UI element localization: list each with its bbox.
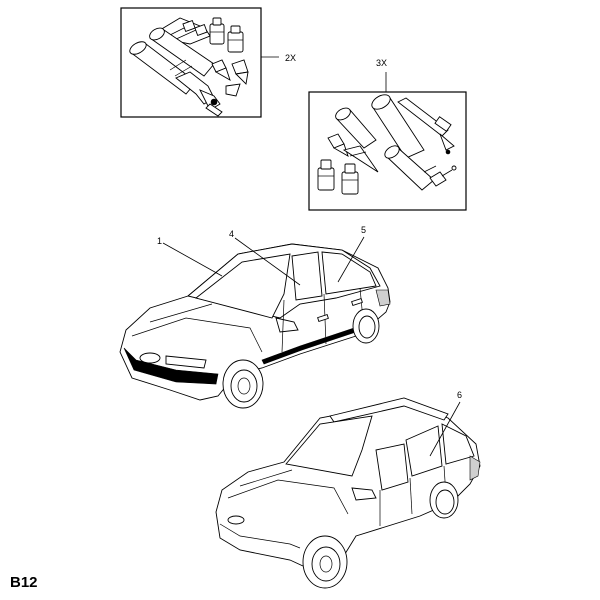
- rear-wheel: [352, 308, 380, 344]
- front-wheel: [302, 535, 348, 589]
- windscreen: [195, 253, 291, 319]
- small-bottle-icon: [317, 159, 359, 195]
- rear-quarter-window: [441, 423, 475, 465]
- sedan-vehicle-illustration: [119, 243, 391, 409]
- small-bottle-icon: [209, 17, 244, 53]
- callout-5: 5: [337, 225, 366, 283]
- rear-door-window: [321, 251, 377, 295]
- cartridge-icon: [384, 145, 457, 191]
- applicator-stick-icon: [397, 97, 455, 155]
- rear-door-window: [405, 425, 443, 477]
- front-wheel: [222, 359, 264, 409]
- callout-6: 6: [429, 390, 462, 457]
- door-mirror: [351, 487, 377, 501]
- front-door-window: [375, 443, 409, 491]
- adhesive-tube-icon: [371, 94, 425, 159]
- windscreen: [285, 415, 373, 477]
- front-door-window: [291, 251, 323, 301]
- nozzle-icon: [211, 59, 249, 97]
- repair-kit-2x: 2X: [120, 7, 296, 118]
- callout-number: 6: [457, 390, 462, 400]
- callout-4: 4: [229, 229, 301, 286]
- adhesive-tube-icon: [129, 27, 215, 95]
- adhesive-tube-icon: [335, 107, 377, 149]
- estate-vehicle-illustration: [215, 397, 481, 589]
- callout-number: 4: [229, 229, 234, 239]
- callout-1: 1: [157, 236, 223, 277]
- nozzle-icon: [327, 133, 379, 173]
- grille-badge: [139, 352, 161, 364]
- callout-number: 5: [361, 225, 366, 235]
- rear-wheel: [429, 481, 459, 519]
- page-code: B12: [10, 574, 38, 591]
- door-mirror: [275, 317, 299, 333]
- repair-kit-3x: 3X: [308, 58, 467, 211]
- kit-qty-label: 3X: [376, 58, 387, 68]
- callout-number: 1: [157, 236, 162, 246]
- applicator-gun-icon: [175, 71, 223, 117]
- kit-qty-label: 2X: [285, 53, 296, 63]
